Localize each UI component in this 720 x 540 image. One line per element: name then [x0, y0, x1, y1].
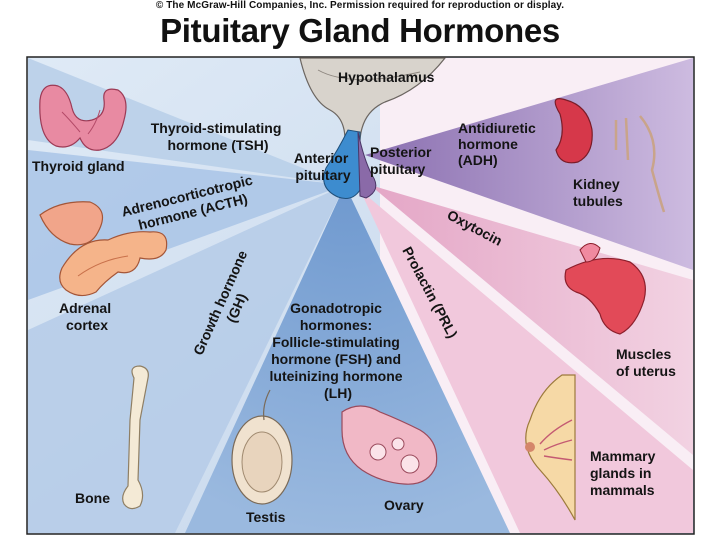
uterus-illustration [564, 243, 646, 335]
adrenal-cortex-illustration [39, 201, 168, 297]
wedge-adh [365, 58, 693, 270]
label-uterus: Muscles of uterus [616, 346, 676, 379]
wedge-gh [28, 185, 345, 533]
testis-illustration [231, 389, 293, 505]
label-thyroid-gland: Thyroid gland [32, 158, 125, 174]
bone-illustration [122, 365, 149, 510]
label-ovary: Ovary [384, 497, 424, 513]
copyright-notice: © The McGraw-Hill Companies, Inc. Permis… [155, 0, 565, 11]
label-hypothalamus: Hypothalamus [338, 69, 435, 85]
ovary-illustration [341, 405, 438, 485]
label-adh: Antidiuretic hormone (ADH) [458, 120, 540, 168]
label-gonadotropic: Gonadotropic hormones: Follicle-stimulat… [270, 300, 407, 401]
label-testis: Testis [246, 509, 286, 525]
label-adrenal-cortex: Adrenal cortex [59, 300, 115, 333]
anterior-pituitary-shape [323, 129, 361, 199]
wedge-prl [360, 190, 693, 533]
label-mammary: Mammary glands in mammals [590, 448, 659, 498]
posterior-pituitary-shape [357, 131, 377, 199]
mammary-gland-illustration [525, 374, 576, 521]
kidney-illustration [554, 98, 666, 213]
label-kidney-tubules: Kidney tubules [573, 176, 624, 209]
hypothalamus-fold [317, 69, 421, 81]
page-title: Pituitary Gland Hormones [160, 12, 560, 49]
wedge-oxytocin [370, 185, 693, 455]
label-anterior-pituitary: Anterior pituitary [294, 150, 352, 183]
label-bone: Bone [75, 490, 110, 506]
thyroid-gland-illustration [39, 84, 127, 151]
label-posterior-pituitary: Posterior pituitary [370, 144, 435, 177]
label-tsh: Thyroid-stimulating hormone (TSH) [151, 120, 286, 153]
